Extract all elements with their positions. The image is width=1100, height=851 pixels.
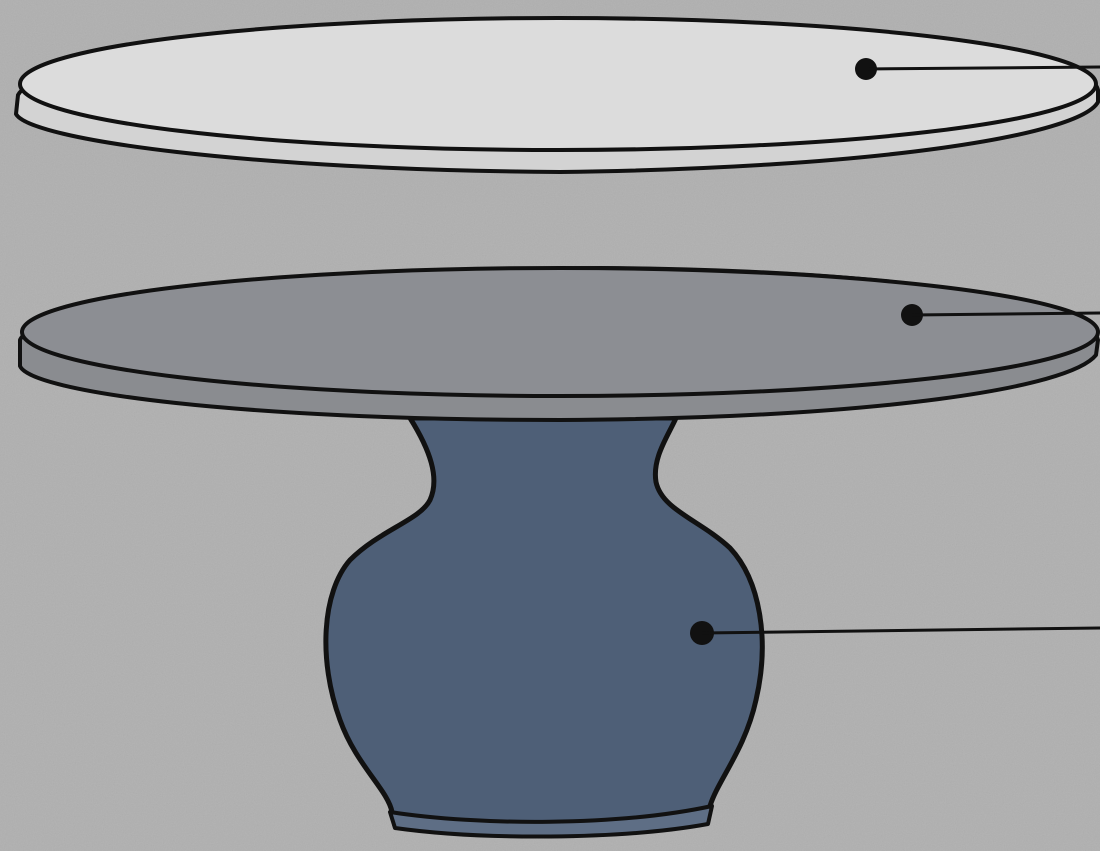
glass-top-leader-line [866,67,1100,69]
table-top-leader-line [912,313,1100,315]
glass-top [16,18,1100,172]
glass-top-surface [20,18,1096,150]
table-top [20,268,1100,420]
table-top-surface [22,268,1098,396]
